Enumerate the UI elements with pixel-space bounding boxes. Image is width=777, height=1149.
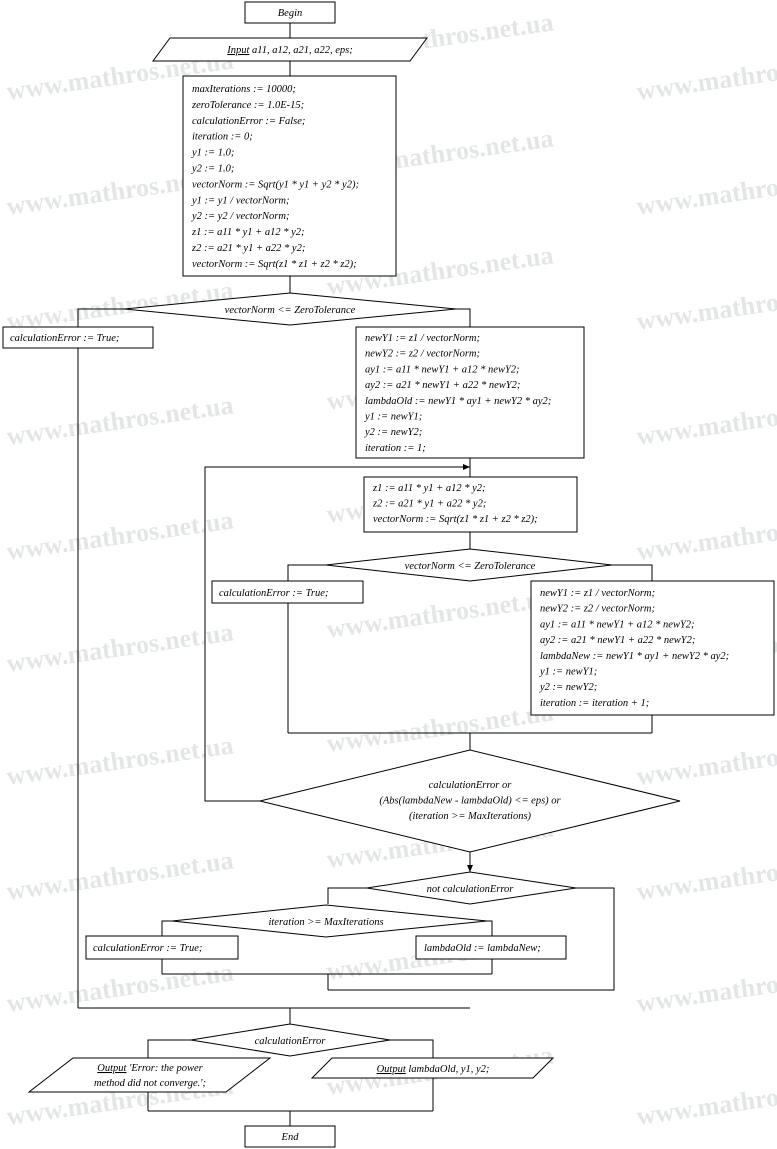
error-assign-2: calculationError := True; xyxy=(211,580,364,604)
normalize-1-statement: ay2 := a21 * newY1 + a22 * newY2; xyxy=(365,380,520,391)
init-statement: y1 := 1.0; xyxy=(191,148,234,159)
error-assign-3: calculationError := True; xyxy=(85,935,239,960)
normalize-1-statement: newY1 := z1 / vectorNorm; xyxy=(365,333,480,344)
output-error-text1: 'Error: the power xyxy=(126,1063,203,1074)
init-block: maxIterations := 10000; zeroTolerance := … xyxy=(182,75,397,277)
decision-calculation-error: calculationError xyxy=(190,1023,391,1057)
begin-terminal: Begin xyxy=(244,1,336,24)
normalize-2-statement: y1 := newY1; xyxy=(539,667,597,678)
loop-exit-condition: calculationError or (Abs(lambdaNew - lamb… xyxy=(259,749,681,853)
init-statement: iteration := 0; xyxy=(192,132,253,143)
normalize-block-2-lines: newY1 := z1 / vectorNorm; newY2 := z2 / v… xyxy=(539,588,729,709)
normalize-2-statement: iteration := iteration + 1; xyxy=(540,698,649,709)
normalize-1-statement: lambdaOld := newY1 * ay1 + newY2 * ay2; xyxy=(365,396,551,407)
normalize-2-statement: newY2 := z2 / vectorNorm; xyxy=(540,604,655,615)
decision-not-error-label: not calculationError xyxy=(427,884,515,895)
normalize-block-2: newY1 := z1 / vectorNorm; newY2 := z2 / v… xyxy=(530,580,775,716)
decision-zero-norm-2-label: vectorNorm <= ZeroTolerance xyxy=(405,561,536,572)
decision-max-iterations: iteration >= MaxIterations xyxy=(171,904,488,938)
output-error-line1: Output 'Error: the power xyxy=(97,1063,203,1074)
normalize-1-statement: y2 := newY2; xyxy=(364,427,422,438)
assign-lambda-label: lambdaOld := lambdaNew; xyxy=(424,943,541,954)
loop-statement: z1 := a11 * y1 + a12 * y2; xyxy=(372,483,486,494)
init-statement: y2 := y2 / vectorNorm; xyxy=(191,211,289,222)
connector-lines xyxy=(77,23,653,1126)
output-result-node: Output lambdaOld, y1, y2; xyxy=(310,1057,555,1079)
input-label: Input a11, a12, a21, a22, eps; xyxy=(226,45,353,56)
output-error-line2: method did not converge.'; xyxy=(94,1078,206,1089)
loop-condition-line: calculationError or xyxy=(429,780,513,791)
loop-exit-condition-lines: calculationError or (Abs(lambdaNew - lamb… xyxy=(379,780,561,822)
output-result-variables: lambdaOld, y1, y2; xyxy=(406,1064,490,1075)
decision-max-iterations-label: iteration >= MaxIterations xyxy=(268,917,383,928)
loop-compute-block-lines: z1 := a11 * y1 + a12 * y2; z2 := a21 * y1… xyxy=(372,483,538,525)
init-statement: vectorNorm := Sqrt(z1 * z1 + z2 * z2); xyxy=(192,259,357,270)
init-block-lines: maxIterations := 10000; zeroTolerance := … xyxy=(191,84,359,270)
decision-zero-norm-1-label: vectorNorm <= ZeroTolerance xyxy=(225,305,356,316)
decision-calculation-error-label: calculationError xyxy=(255,1036,327,1047)
loop-condition-line: (Abs(lambdaNew - lambdaOld) <= eps) or xyxy=(379,796,561,807)
loop-statement: z2 := a21 * y1 + a22 * y2; xyxy=(372,499,486,510)
input-node: Input a11, a12, a21, a22, eps; xyxy=(152,37,428,62)
init-statement: y2 := 1.0; xyxy=(191,164,234,175)
loop-condition-line: (iteration >= MaxIterations) xyxy=(409,811,532,822)
normalize-block-1-lines: newY1 := z1 / vectorNorm; newY2 := z2 / v… xyxy=(364,333,551,454)
input-variables: a11, a12, a21, a22, eps; xyxy=(249,45,352,56)
error-assign-2-label: calculationError := True; xyxy=(219,588,328,599)
init-statement: maxIterations := 10000; xyxy=(192,84,296,95)
normalize-2-statement: ay1 := a11 * newY1 + a12 * newY2; xyxy=(540,619,695,630)
normalize-1-statement: y1 := newY1; xyxy=(364,412,422,423)
loop-compute-block: z1 := a11 * y1 + a12 * y2; z2 := a21 * y1… xyxy=(363,476,578,533)
normalize-1-statement: newY2 := z2 / vectorNorm; xyxy=(365,349,480,360)
loop-statement: vectorNorm := Sqrt(z1 * z1 + z2 * z2); xyxy=(373,514,538,525)
output-error-keyword: Output xyxy=(97,1063,127,1074)
output-result-label: Output lambdaOld, y1, y2; xyxy=(377,1064,490,1075)
normalize-block-1: newY1 := z1 / vectorNorm; newY2 := z2 / v… xyxy=(355,326,585,459)
error-assign-1-label: calculationError := True; xyxy=(10,333,119,344)
decision-zero-norm-2: vectorNorm <= ZeroTolerance xyxy=(325,548,613,582)
normalize-1-statement: ay1 := a11 * newY1 + a12 * newY2; xyxy=(365,364,520,375)
init-statement: zeroTolerance := 1.0E-15; xyxy=(191,100,304,111)
error-assign-3-label: calculationError := True; xyxy=(93,943,202,954)
init-statement: y1 := y1 / vectorNorm; xyxy=(191,195,289,206)
normalize-1-statement: iteration := 1; xyxy=(365,443,426,454)
init-statement: z1 := a11 * y1 + a12 * y2; xyxy=(191,227,305,238)
output-result-keyword: Output xyxy=(377,1064,407,1075)
output-error-node: Output 'Error: the power method did not … xyxy=(27,1057,272,1093)
input-keyword: Input xyxy=(226,45,250,56)
decision-zero-norm-1: vectorNorm <= ZeroTolerance xyxy=(123,292,457,326)
normalize-2-statement: newY1 := z1 / vectorNorm; xyxy=(540,588,655,599)
init-statement: z2 := a21 * y1 + a22 * y2; xyxy=(191,243,305,254)
decision-not-error: not calculationError xyxy=(366,871,577,905)
normalize-2-statement: lambdaNew := newY1 * ay1 + newY2 * ay2; xyxy=(540,651,729,662)
assign-lambda-block: lambdaOld := lambdaNew; xyxy=(415,935,567,960)
end-terminal: End xyxy=(244,1125,336,1148)
begin-label: Begin xyxy=(278,8,303,19)
init-statement: vectorNorm := Sqrt(y1 * y1 + y2 * y2); xyxy=(192,179,359,190)
normalize-2-statement: y2 := newY2; xyxy=(539,682,597,693)
end-label: End xyxy=(281,1132,300,1143)
normalize-2-statement: ay2 := a21 * newY1 + a22 * newY2; xyxy=(540,635,695,646)
init-statement: calculationError := False; xyxy=(192,116,305,127)
error-assign-1: calculationError := True; xyxy=(2,326,154,349)
